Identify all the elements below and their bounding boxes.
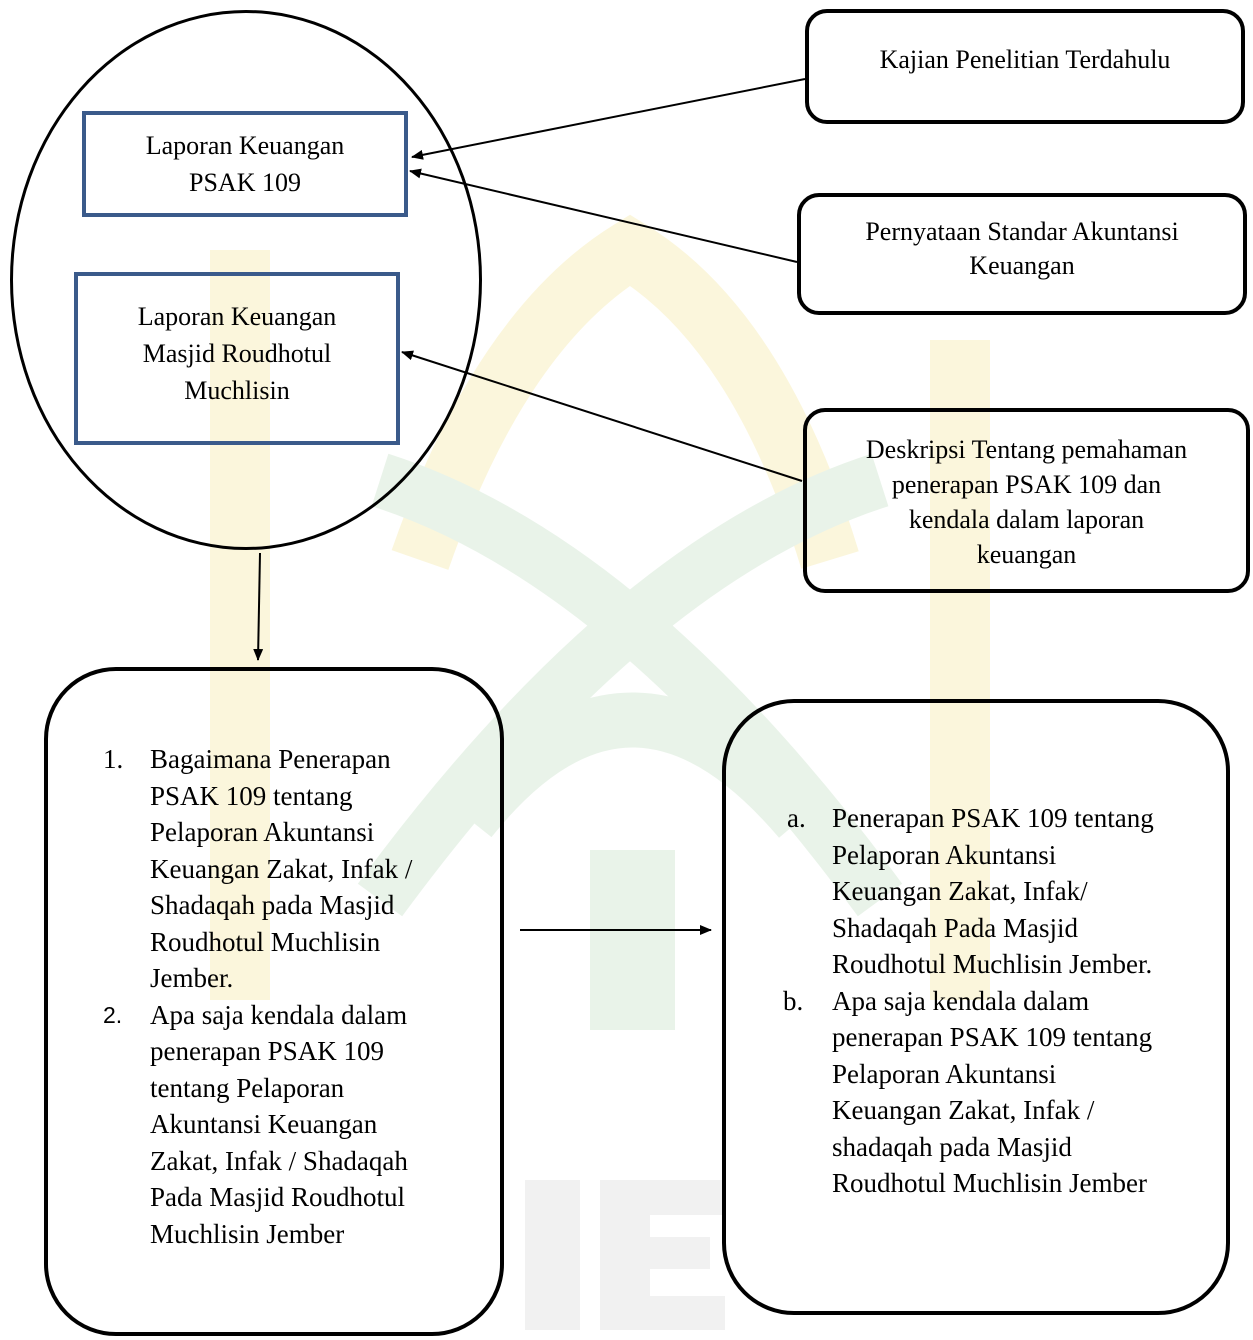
list-line: Apa saja kendala dalam [832, 985, 1090, 1016]
arrow-deskripsi-to-masjid-box [401, 350, 803, 482]
arrow-kajian-to-psak-box [411, 78, 806, 160]
list-marker: b. [783, 985, 804, 1016]
list-line: Pada Masjid Roudhotul [150, 1182, 405, 1212]
question-item: 1. Bagaimana Penerapan PSAK 109 tentang … [103, 741, 480, 997]
list-marker: a. [787, 803, 806, 833]
list-line: Keuangan Zakat, Infak / [150, 853, 413, 884]
list-line: penerapan PSAK 109 tentang [832, 1022, 1153, 1052]
box-line: Kajian Penelitian Terdahulu [879, 45, 1171, 74]
list-line: Pelaporan Akuntansi [832, 1058, 1057, 1089]
box-line: Laporan Keuangan [137, 302, 337, 331]
list-marker: 1. [103, 744, 124, 774]
result-item: b. Apa saja kendala dalam penerapan PSAK… [781, 983, 1216, 1202]
arrow-ellipse-to-questions [253, 552, 264, 661]
box-laporan-masjid: Laporan Keuangan Masjid Roudhotul Muchli… [74, 272, 400, 445]
list-line: Penerapan PSAK 109 tentang [832, 803, 1154, 833]
list-line: Akuntansi Keuangan [150, 1109, 378, 1139]
box-pernyataan-standar: Pernyataan Standar Akuntansi Keuangan [797, 193, 1247, 315]
question-item: 2. Apa saja kendala dalam penerapan PSAK… [103, 997, 480, 1253]
box-hasil-penelitian: a. Penerapan PSAK 109 tentang Pelaporan … [722, 699, 1230, 1315]
list-line: Shadaqah pada Masjid [150, 890, 395, 920]
box-line: Muchlisin [184, 376, 290, 405]
list-line: Apa saja kendala dalam [150, 999, 408, 1030]
list-line: Keuangan Zakat, Infak/ [832, 876, 1088, 906]
list-line: Muchlisin Jember [150, 1218, 345, 1249]
list-line: Zakat, Infak / Shadaqah [150, 1145, 408, 1176]
box-line: Masjid Roudhotul [142, 339, 332, 368]
list-line: tentang Pelaporan [150, 1072, 345, 1103]
box-kajian-penelitian: Kajian Penelitian Terdahulu [805, 9, 1245, 124]
focus-ellipse [10, 10, 482, 550]
list-line: Bagaimana Penerapan [150, 744, 391, 774]
box-line: penerapan PSAK 109 dan [891, 470, 1162, 499]
box-line: Keuangan [969, 251, 1075, 280]
list-marker: 2. [103, 1001, 123, 1028]
result-list: a. Penerapan PSAK 109 tentang Pelaporan … [781, 800, 1216, 1202]
box-line: Pernyataan Standar Akuntansi [865, 217, 1179, 246]
arrow-pernyataan-to-psak-box [409, 168, 798, 263]
list-line: Jember. [150, 963, 234, 993]
result-item: a. Penerapan PSAK 109 tentang Pelaporan … [781, 800, 1216, 983]
question-list: 1. Bagaimana Penerapan PSAK 109 tentang … [103, 741, 480, 1252]
list-line: Pelaporan Akuntansi [150, 817, 375, 847]
list-line: shadaqah pada Masjid [832, 1131, 1072, 1162]
box-rumusan-masalah: 1. Bagaimana Penerapan PSAK 109 tentang … [44, 667, 504, 1336]
box-line: kendala dalam laporan [908, 505, 1145, 534]
box-laporan-psak: Laporan Keuangan PSAK 109 [82, 111, 408, 217]
box-line: Deskripsi Tentang pemahaman [865, 435, 1188, 464]
box-line: Laporan Keuangan [145, 131, 345, 160]
list-line: penerapan PSAK 109 [150, 1036, 384, 1066]
box-line: PSAK 109 [189, 168, 301, 197]
list-line: Roudhotul Muchlisin Jember [832, 1168, 1147, 1198]
list-line: Keuangan Zakat, Infak / [832, 1095, 1095, 1125]
list-line: PSAK 109 tentang [150, 780, 353, 811]
box-deskripsi: Deskripsi Tentang pemahaman penerapan PS… [803, 408, 1250, 593]
box-line: keuangan [976, 540, 1077, 569]
list-line: Pelaporan Akuntansi [832, 839, 1057, 870]
list-line: Roudhotul Muchlisin Jember. [832, 949, 1153, 979]
list-line: Shadaqah Pada Masjid [832, 912, 1078, 943]
list-line: Roudhotul Muchlisin [150, 926, 381, 957]
